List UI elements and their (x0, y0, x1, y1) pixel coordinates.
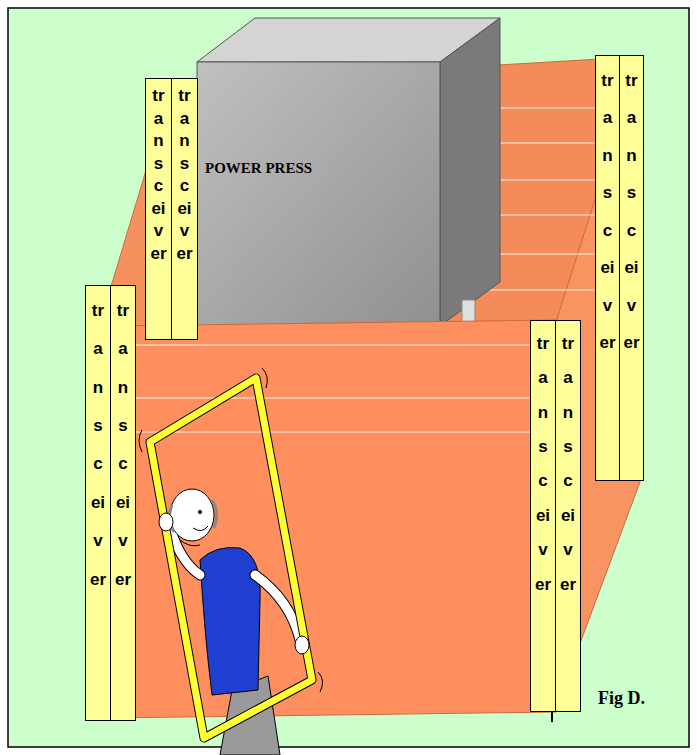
worker-hand (295, 636, 309, 654)
post-label: transceiver (623, 62, 640, 362)
transceiver-post: transceiver (619, 55, 644, 481)
panel-foot (551, 712, 553, 722)
transceiver-post: transceiver (171, 78, 198, 340)
post-label: transceiver (176, 85, 193, 265)
worker-hand (159, 513, 173, 531)
press-label: POWER PRESS (205, 160, 448, 177)
background-frame (8, 8, 689, 747)
front-guard-panel (110, 320, 556, 718)
press-front (197, 62, 440, 326)
transceiver-post: transceiver (530, 320, 556, 712)
transceiver-post: transceiver (555, 320, 581, 712)
press-side (440, 18, 500, 326)
press-box: POWER PRESS (197, 62, 448, 326)
transceiver-post: transceiver (595, 55, 620, 481)
post-label: transceiver (150, 85, 167, 265)
post-label: transceiver (599, 62, 616, 362)
front-light-beams (90, 345, 580, 432)
post-label: transceiver (535, 327, 552, 602)
post-label: transceiver (560, 327, 577, 602)
transceiver-post: transceiver (110, 285, 136, 721)
transceiver-post: transceiver (145, 78, 172, 340)
figure-caption: Fig D. (598, 688, 645, 709)
light-curtain-frame (139, 368, 323, 738)
post-label: transceiver (115, 292, 132, 599)
transceiver-post: transceiver (85, 285, 111, 721)
post-label: transceiver (90, 292, 107, 599)
